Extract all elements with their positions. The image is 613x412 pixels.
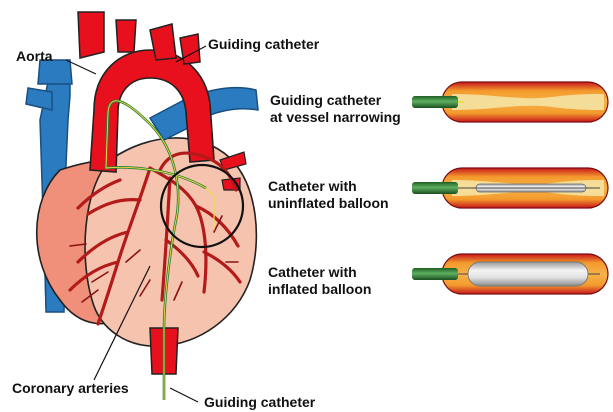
stage-tube-2 — [412, 168, 608, 208]
stage-2-line-2: uninflated balloon — [268, 195, 389, 212]
stage-3-label: Catheter with inflated balloon — [268, 264, 371, 298]
aorta-label: Aorta — [16, 48, 53, 64]
stage-3-line-2: inflated balloon — [268, 281, 371, 298]
stage-2-line-1: Catheter with — [268, 178, 389, 195]
guiding-catheter-label-top: Guiding catheter — [208, 36, 319, 52]
stage-2-label: Catheter with uninflated balloon — [268, 178, 389, 212]
stage-1-line-1: Guiding catheter — [270, 92, 401, 109]
coronary-arteries-label: Coronary arteries — [12, 380, 129, 396]
stage-3-line-1: Catheter with — [268, 264, 371, 281]
stage-1-label: Guiding catheter at vessel narrowing — [270, 92, 401, 126]
stage-tube-3 — [412, 254, 608, 294]
guiding-catheter-label-bottom: Guiding catheter — [204, 394, 315, 410]
stage-tube-1 — [412, 82, 608, 122]
stage-1-line-2: at vessel narrowing — [270, 109, 401, 126]
heart-illustration — [26, 12, 258, 400]
